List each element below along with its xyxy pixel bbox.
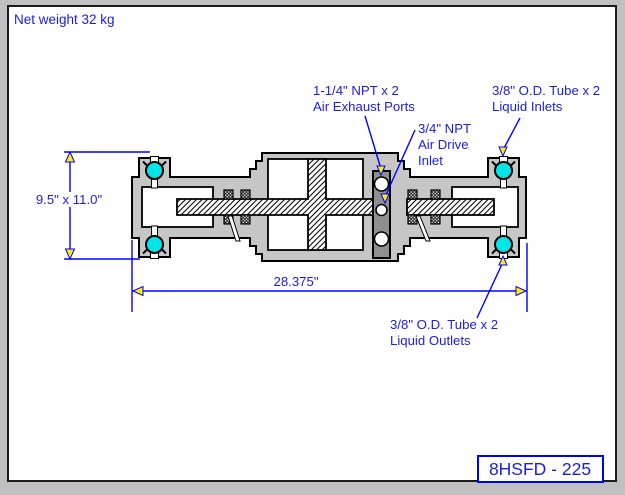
leader-lines <box>364 115 521 319</box>
svg-text:1-1/4" NPT x 2: 1-1/4" NPT x 2 <box>313 83 399 98</box>
air-drive-label: 3/4" NPT Air Drive Inlet <box>418 121 471 168</box>
svg-text:Liquid Inlets: Liquid Inlets <box>492 99 563 114</box>
liquid-outlets-label: 3/8" O.D. Tube x 2 Liquid Outlets <box>390 317 498 348</box>
svg-text:Liquid Outlets: Liquid Outlets <box>390 333 471 348</box>
svg-text:Air Drive: Air Drive <box>418 137 469 152</box>
model-number-box: 8HSFD - 225 <box>477 455 604 483</box>
dim-text-backing <box>28 192 111 207</box>
air-exhaust-port-top <box>373 176 390 192</box>
svg-text:3/8" O.D. Tube x 2: 3/8" O.D. Tube x 2 <box>390 317 498 332</box>
rod-seals <box>223 189 441 225</box>
overall-length-dimension: 28.375" <box>273 274 318 289</box>
right-weep-hole <box>415 215 431 242</box>
check-valve-ball-top-left <box>145 161 164 180</box>
check-valve-ball-bottom-left <box>145 235 164 254</box>
net-weight-note: Net weight 32 kg <box>14 12 115 27</box>
left-weep-hole <box>227 215 241 242</box>
model-number: 8HSFD - 225 <box>489 459 591 479</box>
right-piston-rod <box>406 198 495 216</box>
svg-text:3/8" O.D. Tube x 2: 3/8" O.D. Tube x 2 <box>492 83 600 98</box>
air-drive-inlet-port <box>375 203 388 217</box>
horizontal-dimension <box>131 240 528 312</box>
svg-text:3/4" NPT: 3/4" NPT <box>418 121 471 136</box>
check-valves <box>142 156 516 259</box>
air-exhaust-label: 1-1/4" NPT x 2 Air Exhaust Ports <box>313 83 415 114</box>
liquid-inlets-label: 3/8" O.D. Tube x 2 Liquid Inlets <box>492 83 600 114</box>
svg-text:Air Exhaust Ports: Air Exhaust Ports <box>313 99 415 114</box>
height-width-dimension: 9.5" x 11.0" <box>36 192 103 207</box>
check-valve-ball-top-right <box>494 161 513 180</box>
svg-text:Inlet: Inlet <box>418 153 443 168</box>
air-exhaust-port-bottom <box>373 231 390 247</box>
check-valve-ball-bottom-right <box>494 235 513 254</box>
